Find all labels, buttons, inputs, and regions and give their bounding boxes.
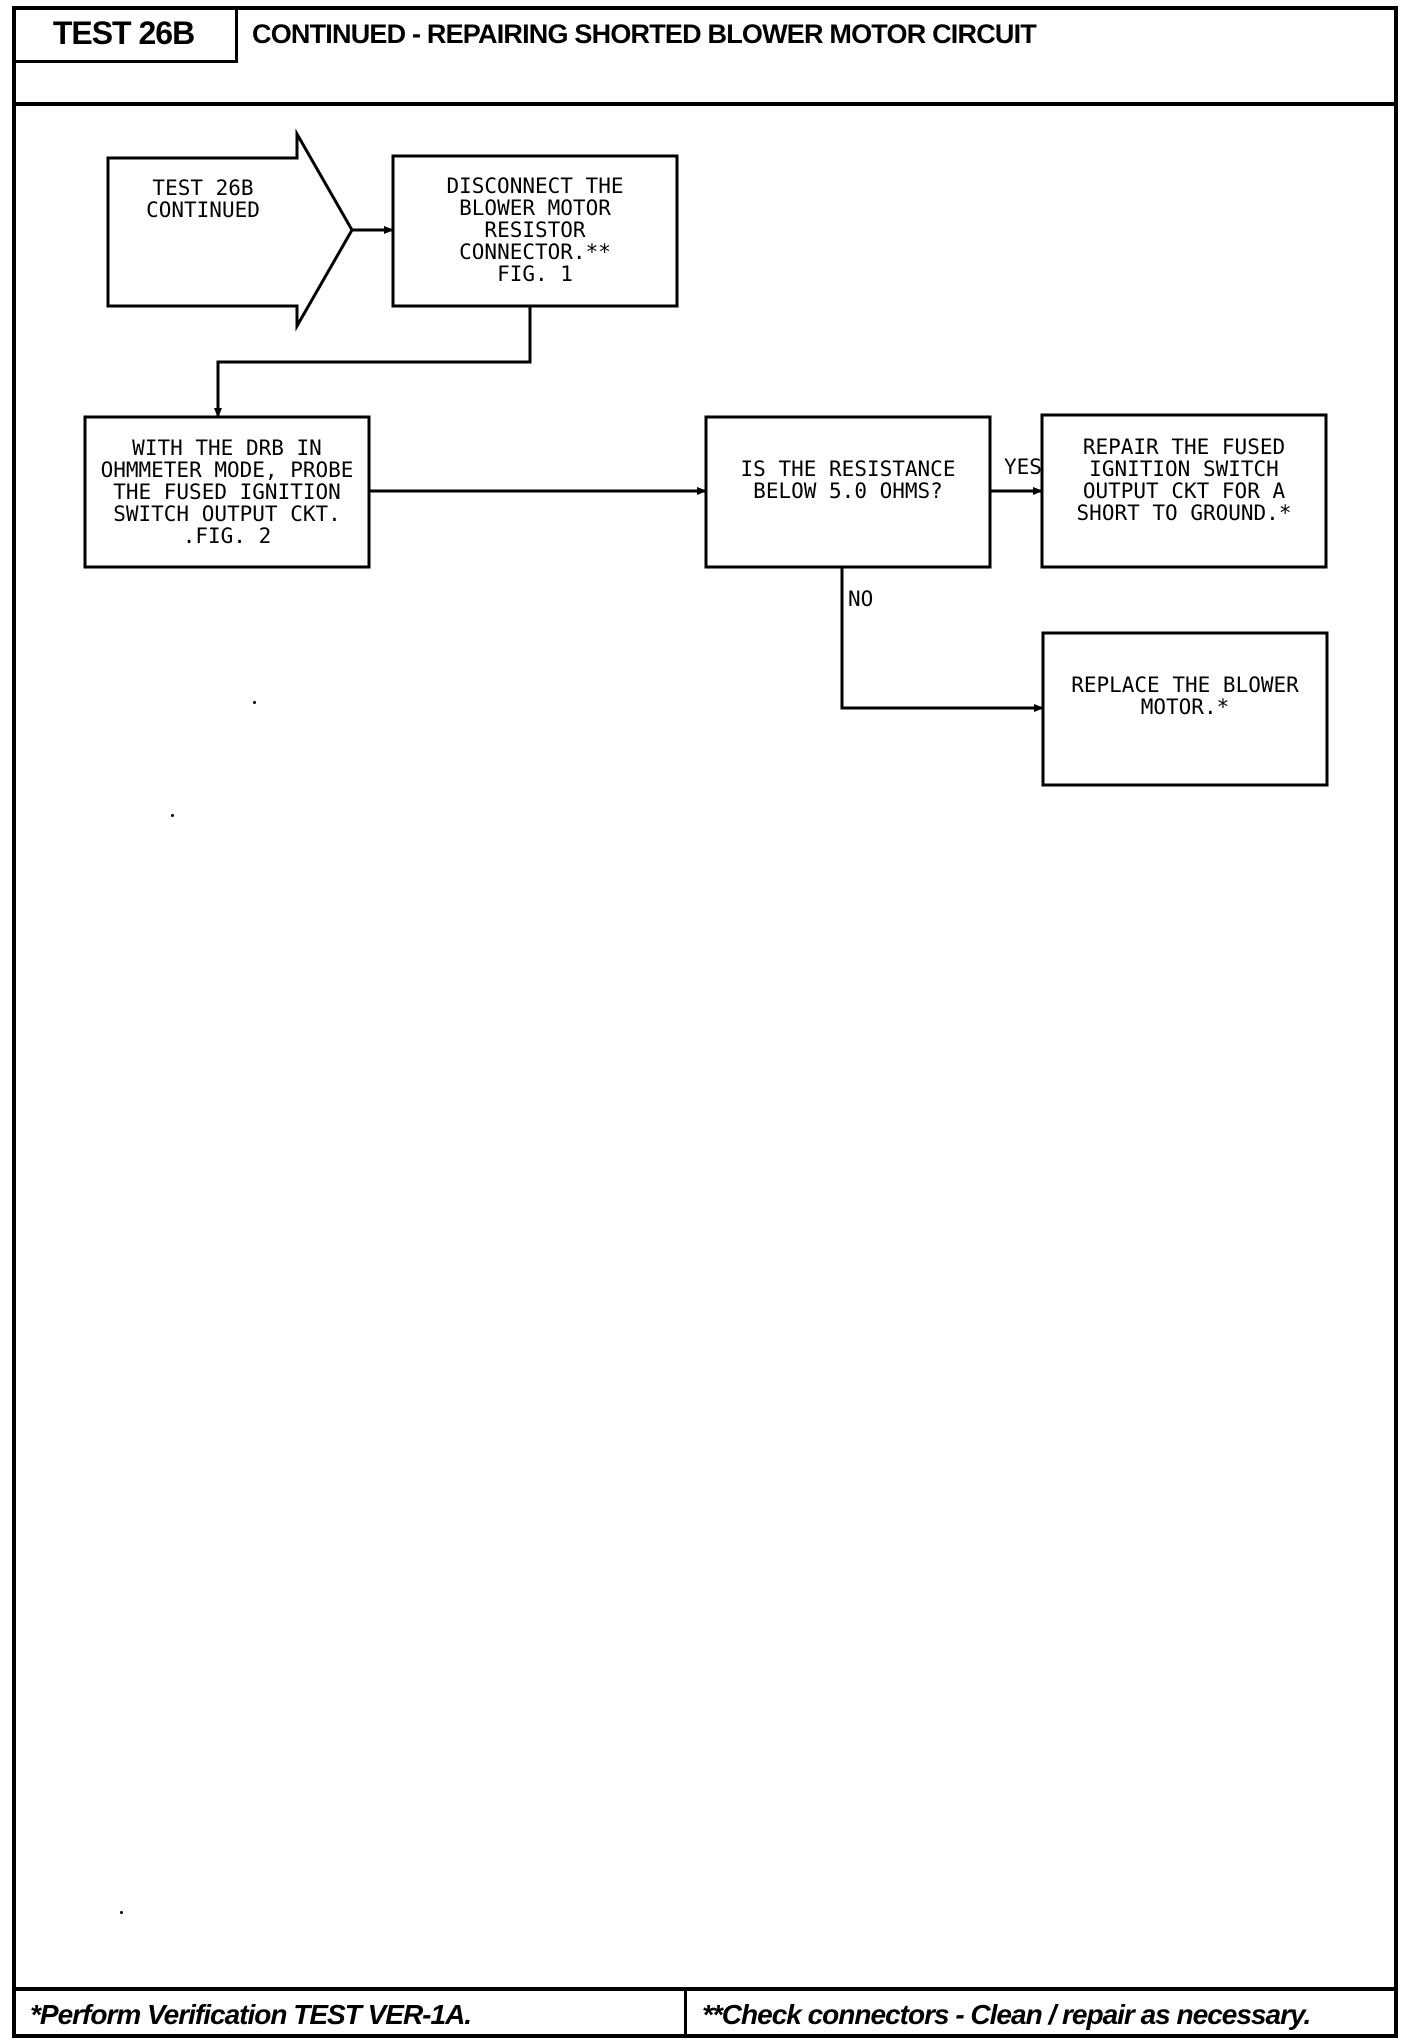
disconnect-box: [391, 154, 679, 308]
entry-arrow-shape: [106, 128, 354, 332]
disconnect-step-text: DISCONNECT THE BLOWER MOTOR RESISTOR CON…: [446, 174, 624, 286]
test-id: TEST 26B: [12, 6, 238, 63]
page-title: CONTINUED - REPAIRING SHORTED BLOWER MOT…: [252, 19, 1037, 49]
connector-disconnect-to-probe: [214, 306, 532, 418]
page-footer: *Perform Verification TEST VER-1A. **Che…: [12, 1987, 1398, 2038]
page-header: TEST 26B CONTINUED - REPAIRING SHORTED B…: [12, 6, 1398, 106]
speck: [120, 1911, 123, 1914]
probe-step-text: WITH THE DRB IN OHMMETER MODE, PROBE THE…: [100, 436, 354, 548]
footnote-single-asterisk: *Perform Verification TEST VER-1A.: [30, 1998, 472, 2030]
speck: [253, 701, 256, 704]
speck: [171, 814, 174, 817]
replace-result-text: REPLACE THE BLOWER MOTOR.*: [1071, 673, 1299, 719]
yes-label: YES: [1004, 455, 1042, 479]
decision-text: IS THE RESISTANCE BELOW 5.0 OHMS?: [740, 457, 956, 503]
repair-result-text: REPAIR THE FUSED IGNITION SWITCH OUTPUT …: [1076, 435, 1292, 525]
entry-arrow-text: TEST 26B CONTINUED: [146, 176, 260, 222]
footnote-double-asterisk: **Check connectors - Clean / repair as n…: [702, 1998, 1311, 2030]
page-frame: [12, 6, 1398, 2038]
footer-divider: [684, 1991, 687, 2038]
connector-no: [840, 567, 1044, 712]
no-label: NO: [848, 587, 874, 611]
probe-box: [83, 415, 371, 569]
